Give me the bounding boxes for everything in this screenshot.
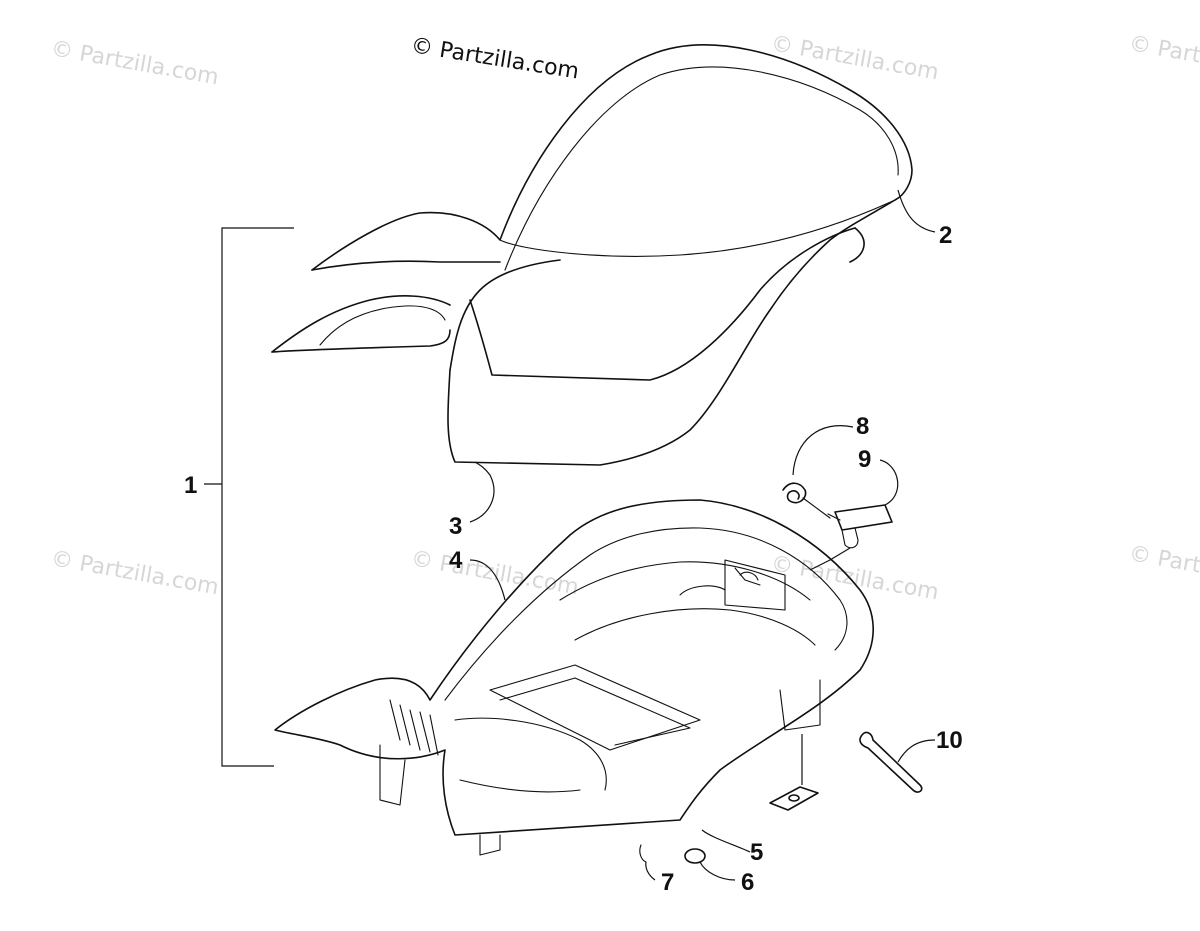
watermark: © Partzilla.com — [409, 546, 581, 600]
callout-6: 6 — [741, 869, 754, 896]
watermark: © Partzilla.com — [1127, 31, 1200, 85]
callout-labels: 1 2 3 4 5 6 7 8 9 10 — [184, 222, 963, 896]
callout-5: 5 — [750, 839, 763, 866]
callout-2: 2 — [939, 222, 952, 249]
watermark: © Partzilla.com — [1127, 541, 1200, 595]
callout-7: 7 — [661, 869, 674, 896]
callout-1: 1 — [184, 472, 197, 499]
watermark: © Partzilla.com — [769, 551, 941, 605]
callout-10: 10 — [936, 727, 963, 754]
grommet — [684, 848, 706, 864]
seat-base — [274, 499, 874, 856]
callout-3: 3 — [449, 513, 462, 540]
leader-lines — [469, 189, 936, 881]
callout-4: 4 — [449, 547, 463, 574]
callout-9: 9 — [858, 446, 871, 473]
small-parts — [639, 731, 923, 864]
copyright-label: © Partzilla.com — [409, 33, 581, 84]
seat-bumper — [769, 786, 819, 811]
assembly-bracket — [221, 227, 294, 767]
seat-cushion — [271, 44, 913, 466]
watermark: © Partzilla.com — [769, 31, 941, 85]
seat-wrench — [859, 731, 923, 793]
watermark: © Partzilla.com — [49, 546, 221, 600]
callout-8: 8 — [856, 413, 869, 440]
latch-assembly — [782, 482, 893, 549]
clip — [639, 844, 647, 863]
watermark: © Partzilla.com — [49, 36, 221, 90]
